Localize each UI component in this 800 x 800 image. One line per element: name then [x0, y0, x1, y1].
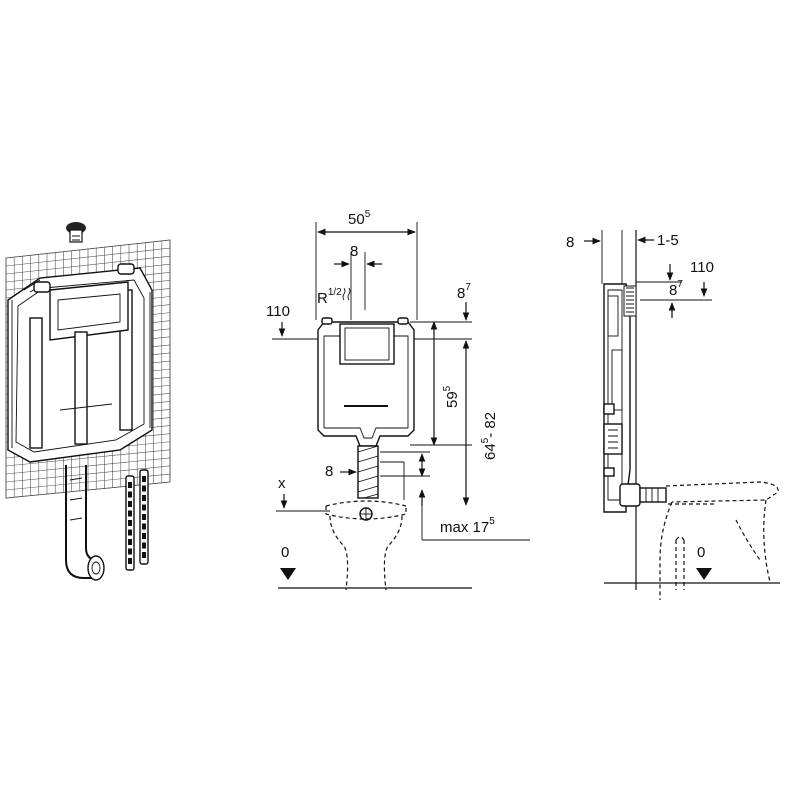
wc-bowl-front — [325, 500, 407, 591]
width-label: 505 — [348, 209, 371, 228]
perspective-view — [5, 222, 171, 581]
valve-cap-icon — [66, 222, 86, 243]
max-label: max 175 — [440, 516, 495, 536]
floor-marker-side-icon — [696, 568, 712, 580]
flush-pipe — [65, 465, 105, 581]
height-label: 595 — [442, 385, 461, 408]
floor-label-front: 0 — [281, 544, 289, 561]
inlet-offset-label: 8 — [350, 243, 358, 260]
x-label: x — [278, 475, 286, 492]
side-top-gap-label: 87 — [669, 279, 683, 299]
side-left-offset-label: 8 — [566, 234, 574, 251]
wc-bowl-side — [659, 481, 779, 600]
side-top-offset-label: 110 — [690, 259, 714, 276]
side-right-gap-label: 1-5 — [657, 232, 679, 249]
top-gap-label: 87 — [457, 282, 471, 302]
outlet-pipe — [357, 445, 379, 521]
flush-connector — [619, 483, 667, 507]
outlet-label: 8 — [325, 463, 333, 480]
top-offset-label: 110 — [266, 303, 290, 320]
total-height-label: 645- 82 — [480, 412, 499, 460]
mounting-brackets — [125, 469, 149, 571]
floor-marker-icon — [280, 568, 296, 580]
installation-frame — [7, 263, 153, 463]
front-view: 505 8 R1/2 110 87 595 — [266, 209, 530, 591]
side-view: 8 1-5 110 87 — [566, 230, 780, 600]
cistern-profile — [603, 283, 637, 513]
cistern-body — [317, 317, 415, 447]
inlet-thread-label: R1/2 — [317, 287, 342, 307]
floor-label-side: 0 — [697, 544, 705, 561]
